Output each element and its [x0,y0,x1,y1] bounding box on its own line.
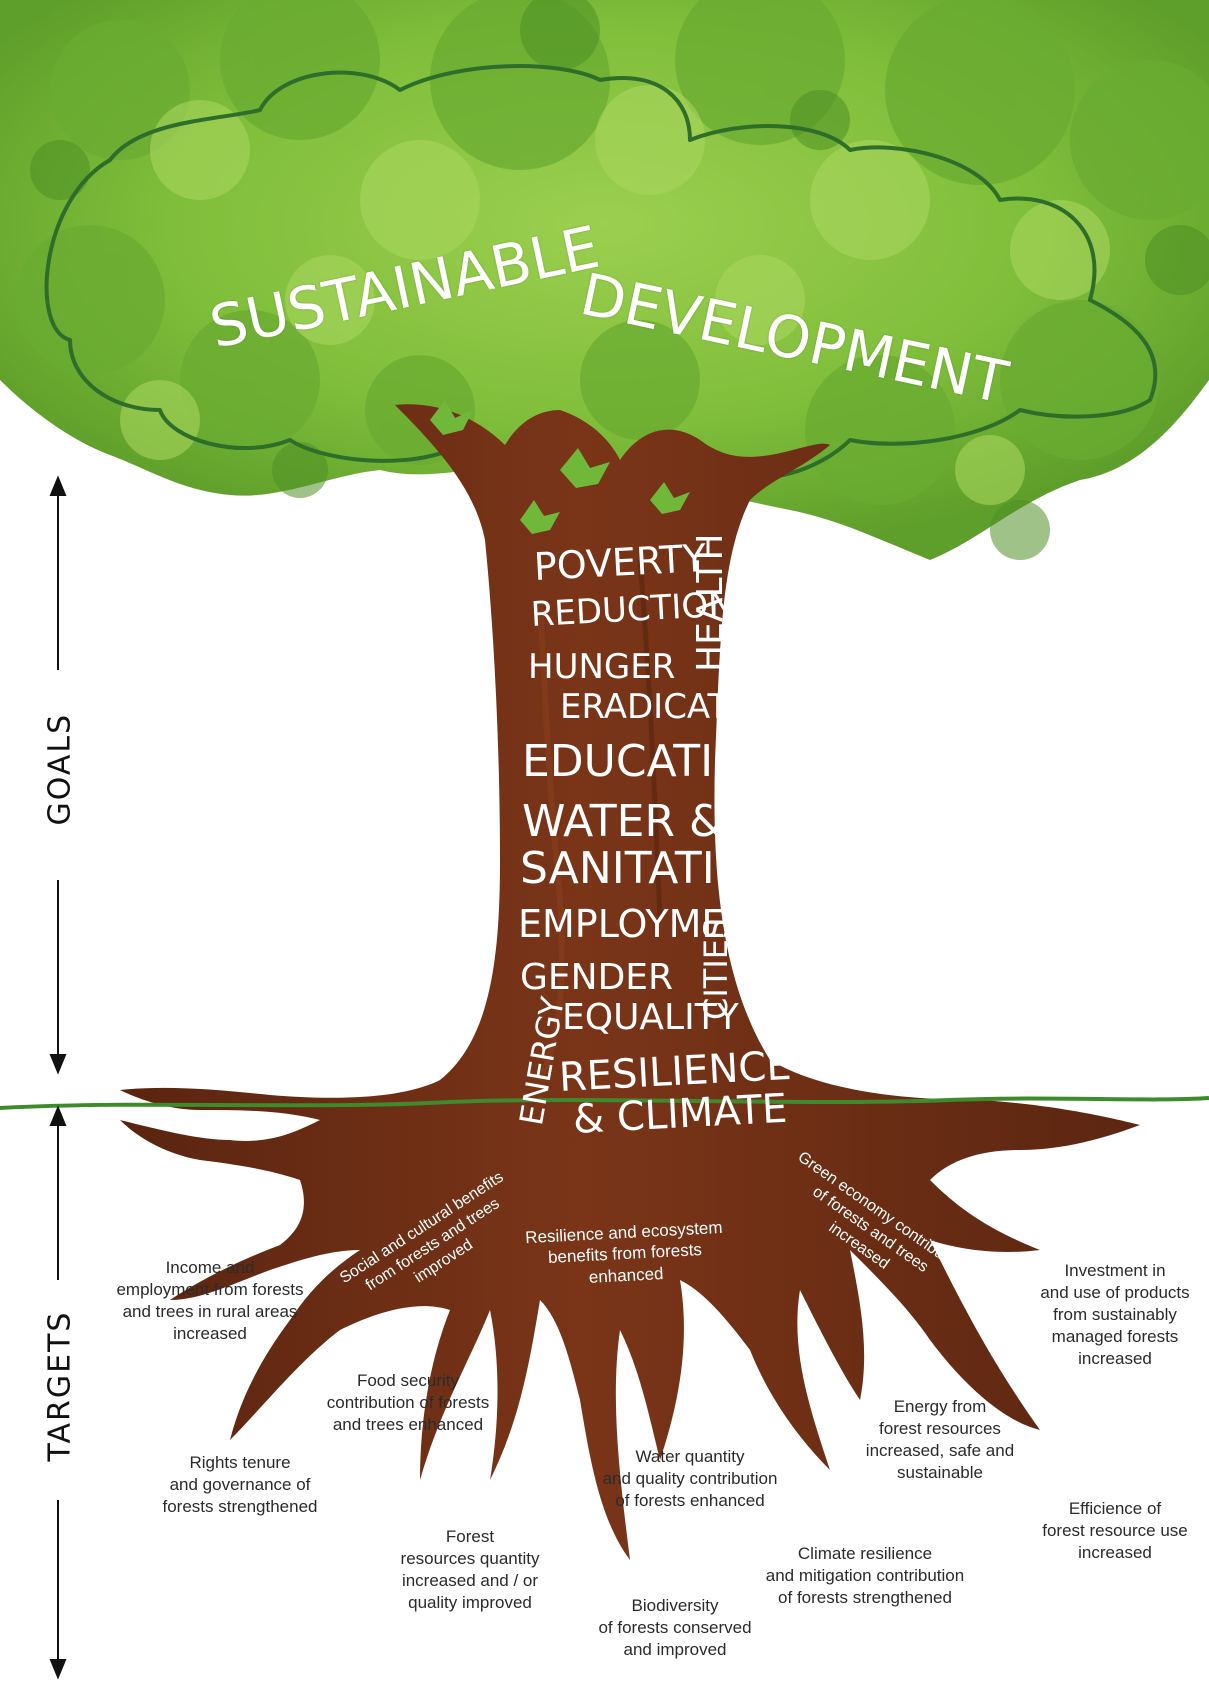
goal-gender-line1: GENDER [520,957,674,998]
target-investment: Investment in and use of products from s… [1040,1261,1190,1369]
goal-gender-line2: EQUALITY [562,997,739,1038]
goal-education: EDUCATION [522,736,781,787]
target-energy: Energy from forest resources increased, … [865,1397,1015,1483]
trunk-and-roots [120,404,1140,1560]
target-water-quantity: Water quantity and quality contribution … [602,1447,778,1511]
goal-hunger-line1: HUNGER [528,647,676,687]
target-resilience-ecosystem: Resilience and ecosystem benefits from f… [524,1217,723,1287]
goal-resilience-line2: & CLIMATE [571,1085,789,1143]
trunk-leaves [430,400,690,534]
target-efficience: Efficience of forest resource use increa… [1042,1499,1188,1563]
target-biodiversity: Biodiversity of forests conserved and im… [598,1596,752,1660]
canopy [0,0,1209,560]
target-income-employment: Income and employment from forests and t… [116,1258,304,1344]
goal-hunger-line2: ERADICATION [560,687,791,727]
goal-employment: EMPLOYMENT [518,902,778,946]
goal-water-line2: SANITATION [520,843,783,894]
target-climate-resilience: Climate resilience and mitigation contri… [765,1544,965,1608]
goal-poverty-line1: POVERTY [532,535,708,589]
target-forest-resources: Forest resources quantity increased and … [400,1527,540,1613]
goals-label: GOALS [42,712,78,826]
ground-line [0,1096,1209,1110]
targets-label: TARGETS [42,1310,78,1462]
goal-health: HEALTH [690,533,731,672]
goal-water-line1: WATER & [522,796,724,847]
target-food-security: Food security contribution of forests an… [326,1371,490,1435]
goal-cities: CITIES [697,918,735,1020]
target-rights-tenure: Rights tenure and governance of forests … [162,1453,318,1517]
targets-arrow [49,1105,67,1680]
goals-arrow [49,475,67,1075]
